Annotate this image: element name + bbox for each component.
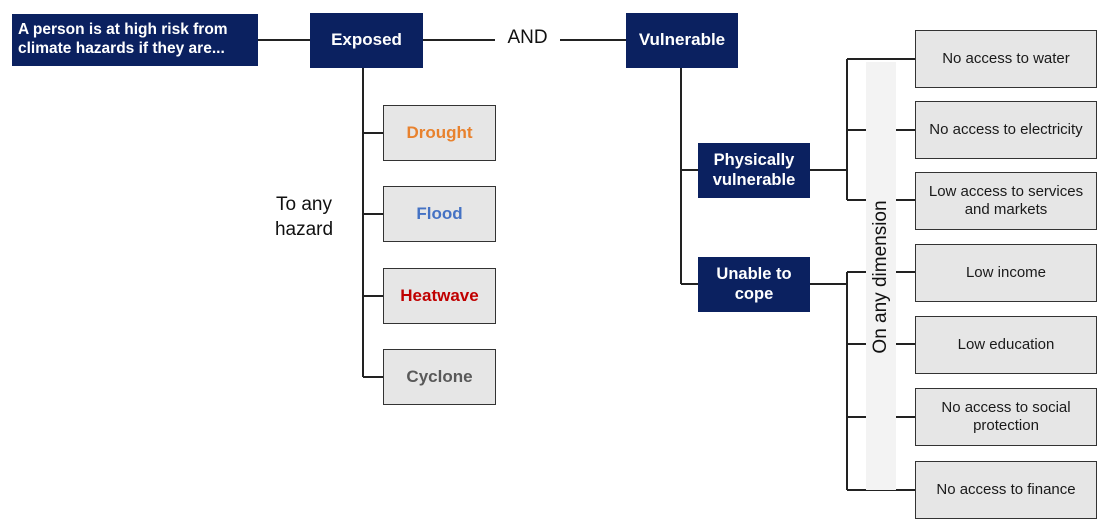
and-connector-label: AND — [507, 27, 548, 48]
dimension-electricity: No access to electricity — [915, 101, 1097, 159]
dimension-education: Low education — [915, 316, 1097, 374]
dimension-income: Low income — [915, 244, 1097, 302]
exposed-box: Exposed — [310, 13, 423, 68]
any-hazard-label: To any hazard — [274, 194, 334, 240]
dimension-services: Low access to services and markets — [915, 172, 1097, 230]
dimension-water: No access to water — [915, 30, 1097, 88]
vulnerable-box: Vulnerable — [626, 13, 738, 68]
physically-vulnerable-box: Physically vulnerable — [698, 143, 810, 198]
flood-box: Flood — [383, 186, 496, 242]
unable-to-cope-box: Unable to cope — [698, 257, 810, 312]
intro-box: A person is at high risk from climate ha… — [12, 14, 258, 66]
dimension-social-protection: No access to social protection — [915, 388, 1097, 446]
any-dimension-label: On any dimension — [870, 200, 891, 354]
heatwave-box: Heatwave — [383, 268, 496, 324]
drought-box: Drought — [383, 105, 496, 161]
dimension-label-backdrop — [866, 62, 896, 490]
cyclone-box: Cyclone — [383, 349, 496, 405]
dimension-finance: No access to finance — [915, 461, 1097, 519]
